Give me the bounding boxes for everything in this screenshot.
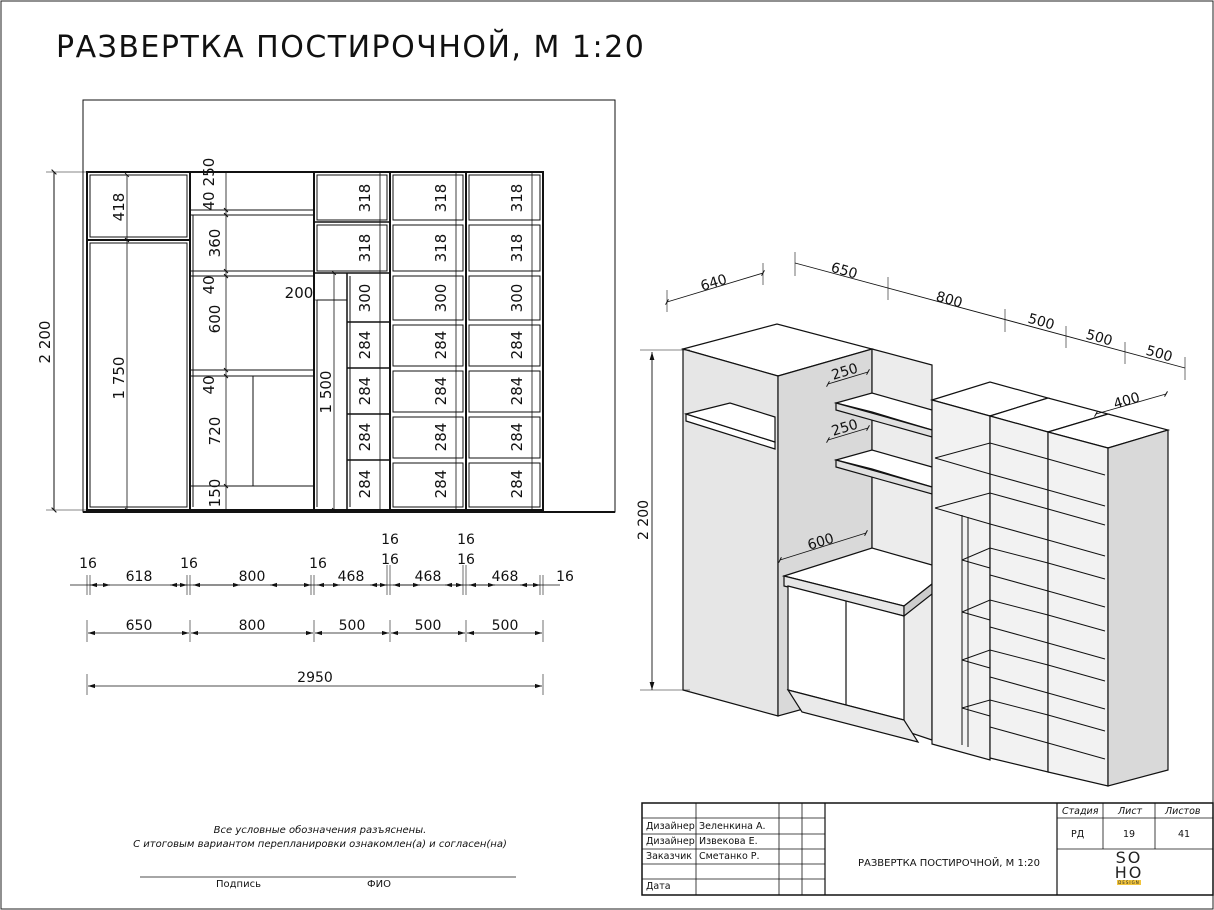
front-elevation — [46, 99, 616, 513]
svg-text:800: 800 — [239, 569, 266, 585]
col3-dims: 318 318 300 284 284 284 284 — [356, 184, 374, 499]
stamp-name-1: Извекова Е. — [699, 836, 758, 847]
svg-text:284: 284 — [356, 331, 374, 360]
svg-text:640: 640 — [699, 272, 729, 295]
svg-text:2 200: 2 200 — [636, 500, 652, 540]
isometric-view — [680, 323, 1171, 787]
svg-text:16: 16 — [381, 552, 399, 568]
col4-dims: 318 318 300 284 284 284 284 — [432, 184, 450, 499]
svg-text:500: 500 — [1084, 327, 1114, 350]
soho-logo: SO HO DESIGN — [1114, 848, 1144, 885]
svg-text:16: 16 — [309, 556, 327, 572]
svg-text:500: 500 — [492, 618, 519, 634]
name-label: ФИО — [367, 879, 391, 890]
dim-col2-0: 250 — [200, 158, 218, 187]
stamp-name-0: Зеленкина А. — [699, 821, 766, 832]
note-line-1: Все условные обозначения разъяснены. — [213, 825, 427, 836]
svg-text:650: 650 — [126, 618, 153, 634]
dim-height-mid: 1 500 — [317, 371, 335, 414]
svg-text:468: 468 — [415, 569, 442, 585]
svg-text:500: 500 — [415, 618, 442, 634]
svg-text:250: 250 — [830, 361, 860, 384]
stamp-head-stage: Стадия — [1062, 806, 1099, 817]
dim-offset: 200 — [285, 284, 314, 302]
svg-text:300: 300 — [432, 284, 450, 313]
svg-text:16: 16 — [381, 532, 399, 548]
stamp-sheets: 41 — [1178, 829, 1191, 840]
isometric-shelves — [934, 442, 1106, 760]
svg-text:468: 468 — [338, 569, 365, 585]
stamp-stage: РД — [1071, 829, 1085, 840]
svg-text:500: 500 — [1026, 311, 1056, 334]
svg-text:284: 284 — [356, 470, 374, 499]
svg-text:284: 284 — [432, 331, 450, 360]
svg-text:618: 618 — [126, 569, 153, 585]
dimension-chain-labels: 16 618 16 800 16 468 16 16 468 16 16 468… — [79, 532, 574, 686]
dim-top-left: 418 — [110, 193, 128, 222]
svg-text:284: 284 — [356, 423, 374, 452]
dimension-chains — [70, 565, 560, 695]
stamp-role-3: Дата — [646, 881, 671, 892]
dim-col2-1: 40 — [200, 191, 218, 210]
svg-text:468: 468 — [492, 569, 519, 585]
svg-text:500: 500 — [339, 618, 366, 634]
svg-text:400: 400 — [1112, 390, 1142, 413]
svg-text:300: 300 — [508, 284, 526, 313]
svg-text:284: 284 — [432, 470, 450, 499]
svg-text:600: 600 — [806, 531, 836, 554]
dim-total: 2950 — [297, 670, 333, 686]
svg-text:284: 284 — [508, 470, 526, 499]
svg-text:284: 284 — [508, 331, 526, 360]
col5-dims: 318 318 300 284 284 284 284 — [508, 184, 526, 499]
svg-text:318: 318 — [356, 184, 374, 213]
stamp-name-2: Сметанко Р. — [699, 851, 760, 862]
svg-text:500: 500 — [1144, 343, 1174, 366]
svg-text:318: 318 — [432, 234, 450, 263]
dim-col2-6: 720 — [206, 417, 224, 446]
svg-text:16: 16 — [457, 532, 475, 548]
svg-text:318: 318 — [508, 234, 526, 263]
svg-text:16: 16 — [79, 556, 97, 572]
note-line-2: С итоговым вариантом перепланировки озна… — [133, 839, 507, 850]
svg-text:284: 284 — [356, 377, 374, 406]
svg-text:284: 284 — [508, 377, 526, 406]
dim-col2-3: 40 — [200, 275, 218, 294]
svg-text:284: 284 — [432, 377, 450, 406]
dim-col2-7: 150 — [206, 479, 224, 508]
drawing-title: РАЗВЕРТКА ПОСТИРОЧНОЙ, М 1:20 — [56, 30, 646, 65]
stamp-role-0: Дизайнер — [646, 821, 695, 832]
stamp-role-1: Дизайнер — [646, 836, 695, 847]
front-elevation-labels: 2 200 418 1 750 250 40 360 40 600 40 720… — [36, 158, 526, 508]
svg-text:284: 284 — [508, 423, 526, 452]
svg-text:16: 16 — [556, 569, 574, 585]
dim-col2-4: 600 — [206, 305, 224, 334]
svg-text:650: 650 — [829, 260, 859, 283]
isometric-labels: 640 650 800 500 500 500 400 250 250 600 … — [636, 260, 1174, 554]
dim-col2-5: 40 — [200, 375, 218, 394]
stamp-drawing-title: РАЗВЕРТКА ПОСТИРОЧНОЙ, М 1:20 — [858, 858, 1040, 869]
dim-col2-2: 360 — [206, 229, 224, 258]
svg-text:318: 318 — [432, 184, 450, 213]
stamp-role-2: Заказчик — [646, 851, 693, 862]
signature-label: Подпись — [216, 879, 261, 890]
svg-text:318: 318 — [356, 234, 374, 263]
svg-text:16: 16 — [180, 556, 198, 572]
stamp-sheet: 19 — [1123, 829, 1136, 840]
svg-text:800: 800 — [239, 618, 266, 634]
dim-height-total: 2 200 — [36, 321, 54, 364]
svg-text:16: 16 — [457, 552, 475, 568]
title-block — [641, 802, 1214, 896]
svg-text:318: 318 — [508, 184, 526, 213]
svg-text:300: 300 — [356, 284, 374, 313]
stamp-head-sheets: Листов — [1165, 806, 1201, 817]
isometric-dimensions — [640, 252, 1186, 691]
svg-text:800: 800 — [934, 289, 964, 312]
dim-height-left: 1 750 — [110, 357, 128, 400]
svg-text:250: 250 — [830, 417, 860, 440]
stamp-head-sheet: Лист — [1118, 806, 1143, 817]
svg-text:284: 284 — [432, 423, 450, 452]
